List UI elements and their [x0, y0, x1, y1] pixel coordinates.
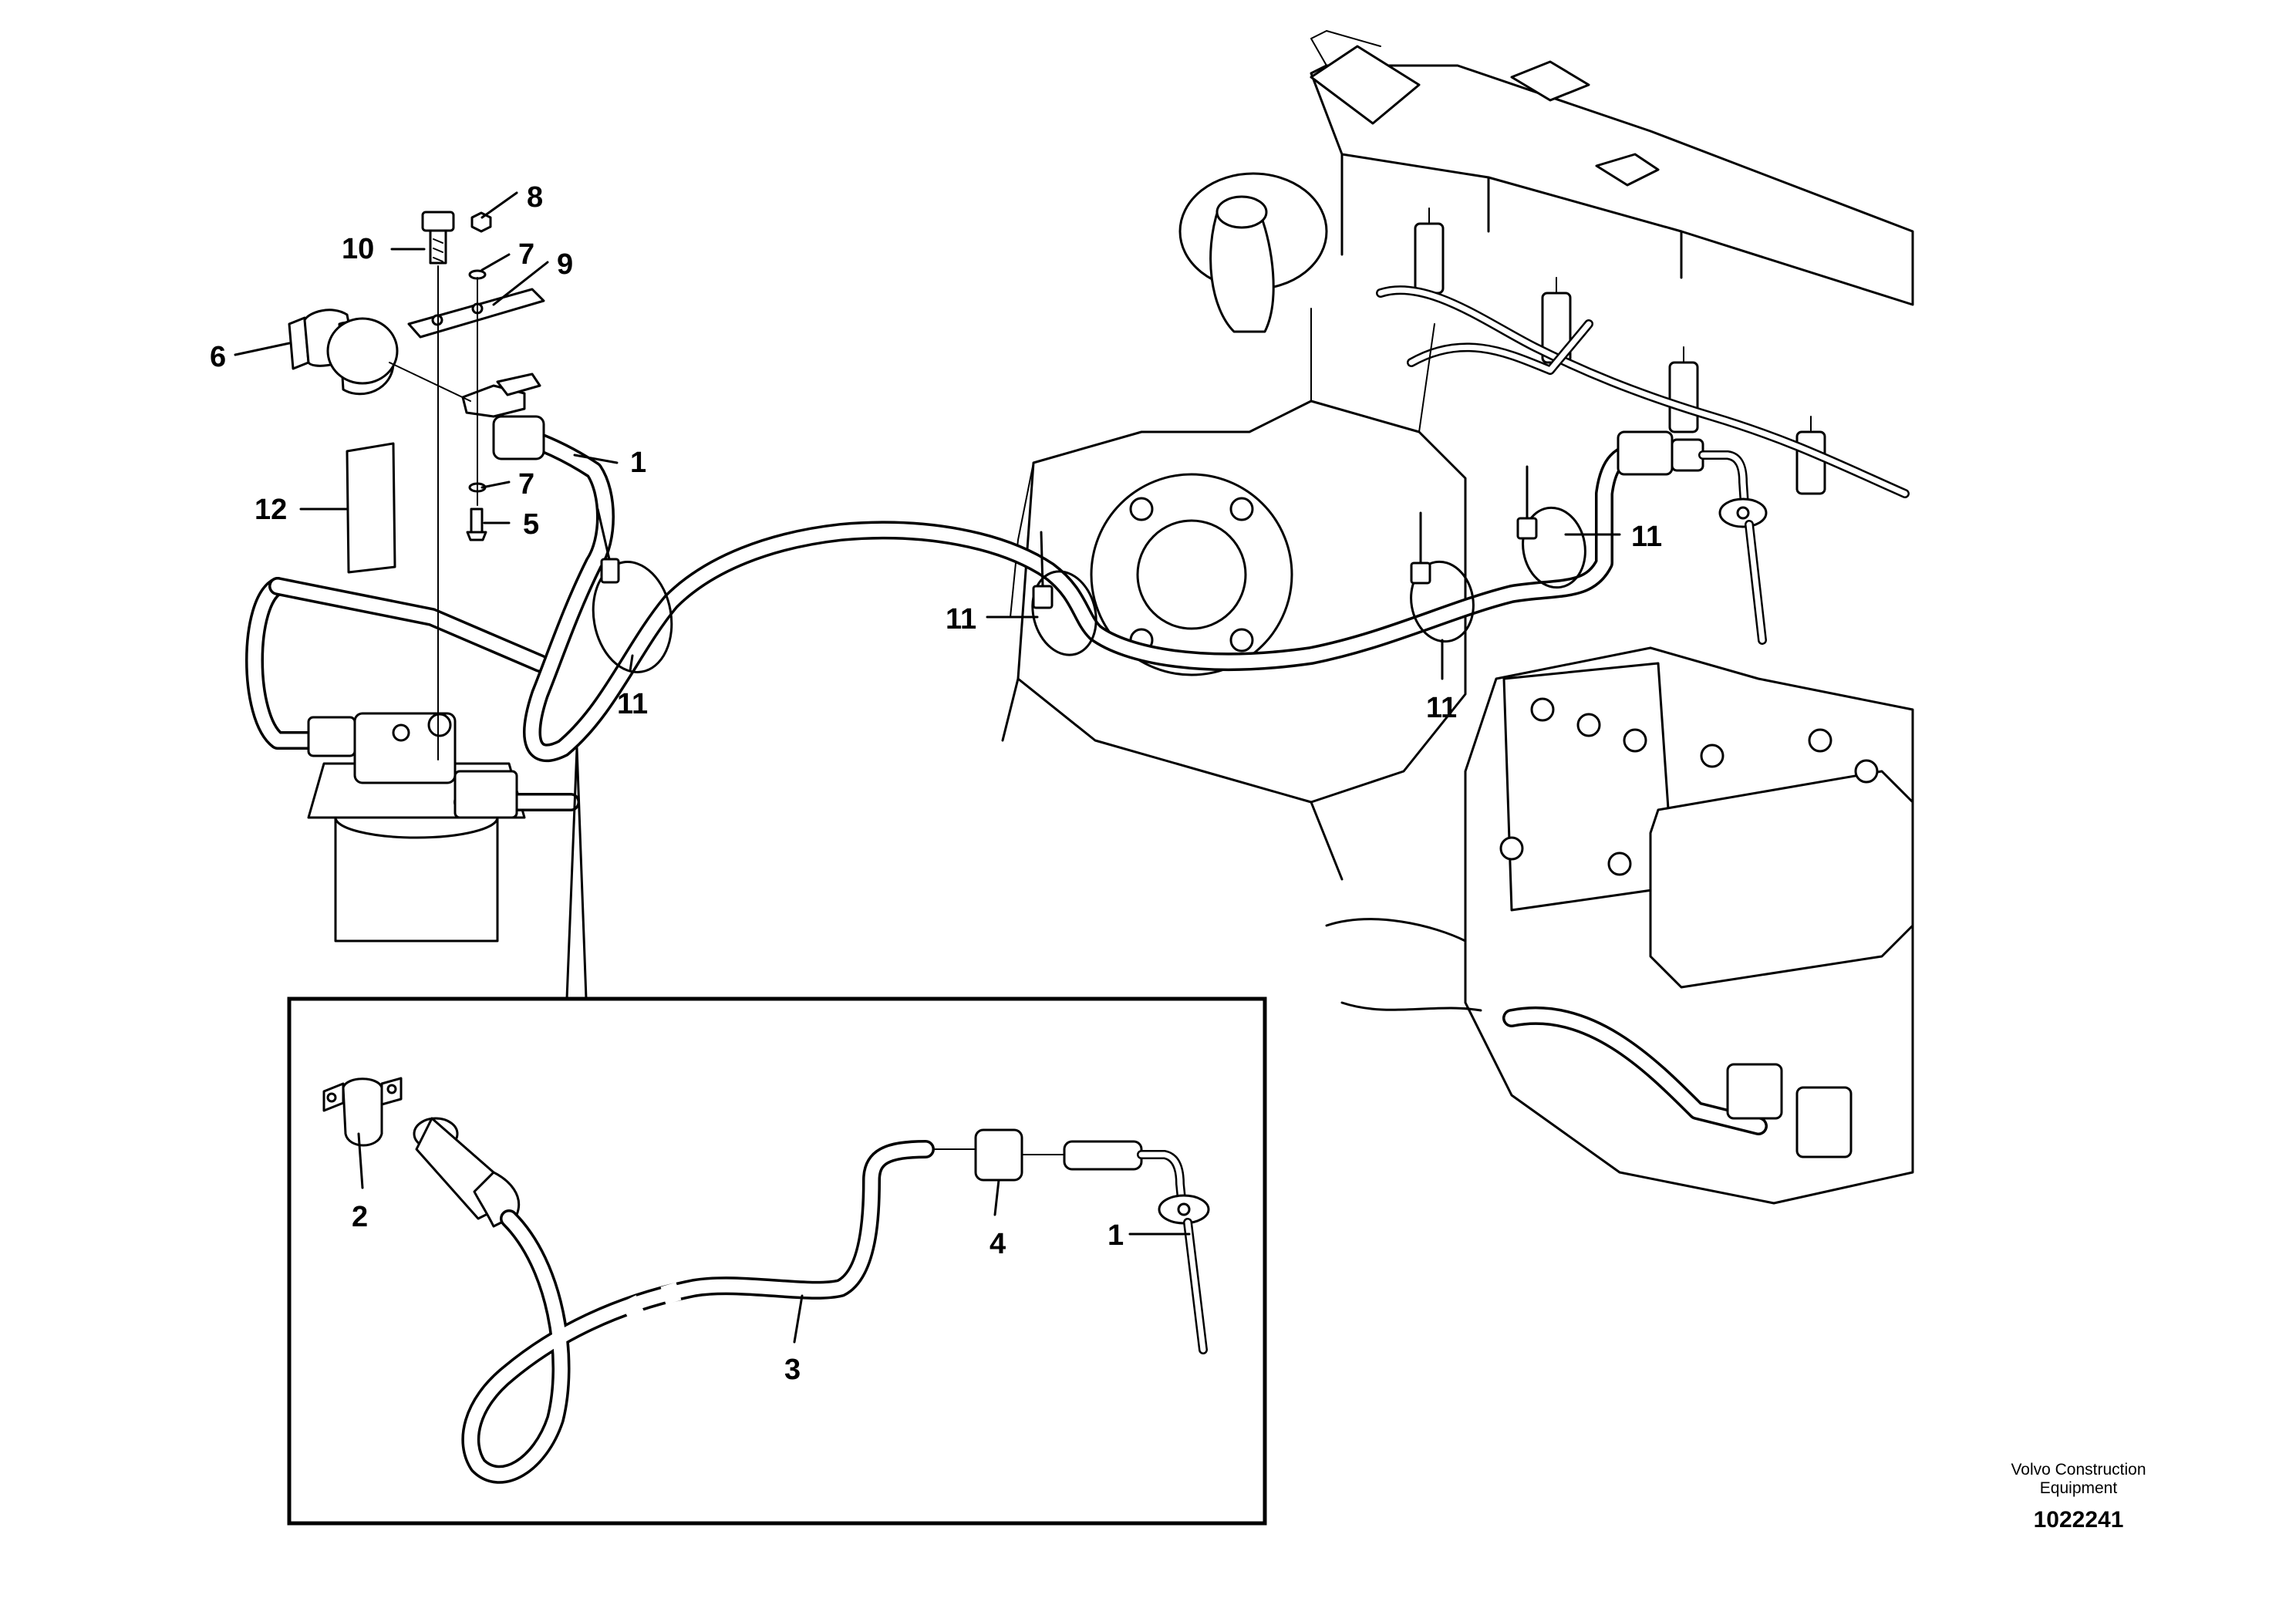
callout-11-b: 11	[946, 603, 976, 636]
callout-1-main: 1	[630, 447, 646, 479]
cable-tie-a	[592, 508, 673, 673]
cable-tie-d	[1516, 465, 1586, 589]
cable-tie-c	[1410, 511, 1475, 643]
callout-12: 12	[255, 494, 287, 526]
engine-block	[1001, 30, 1914, 1205]
callout-6: 6	[210, 341, 226, 373]
caption-line-2: Equipment	[2040, 1479, 2118, 1497]
callout-3: 3	[784, 1354, 801, 1386]
document-number: 1022241	[2034, 1507, 2124, 1533]
cable-tie-b	[1031, 531, 1097, 656]
bolt-head-icon	[421, 211, 455, 232]
fuel-filter-housing	[245, 577, 580, 943]
callout-labels: 8 10 7 9 6 1 7 5 12 11 11 11 11 2 4 1 3	[210, 181, 1662, 1386]
caption-line-1: Volvo Construction	[2011, 1461, 2146, 1479]
callout-11-a: 11	[617, 688, 648, 720]
callout-1-inset: 1	[1108, 1219, 1124, 1252]
callout-4: 4	[990, 1228, 1006, 1260]
callout-5: 5	[523, 508, 539, 541]
callout-7-lower: 7	[518, 468, 534, 501]
callout-2: 2	[352, 1201, 368, 1233]
sensor-assembly	[288, 211, 545, 760]
callout-7-upper: 7	[518, 238, 534, 271]
publisher-caption: Volvo Construction Equipment 1022241	[2011, 1461, 2146, 1533]
inset-pointer-right	[575, 747, 588, 1000]
callout-9: 9	[557, 248, 573, 281]
leader-lines	[234, 191, 1621, 1344]
callout-11-c: 11	[1426, 692, 1457, 724]
callout-10: 10	[342, 233, 374, 265]
callout-8: 8	[527, 181, 543, 214]
callout-11-d: 11	[1631, 521, 1662, 553]
inset-pointer-left	[565, 747, 578, 1000]
inset-detail	[287, 996, 1267, 1526]
sensor-hose	[492, 415, 1768, 762]
